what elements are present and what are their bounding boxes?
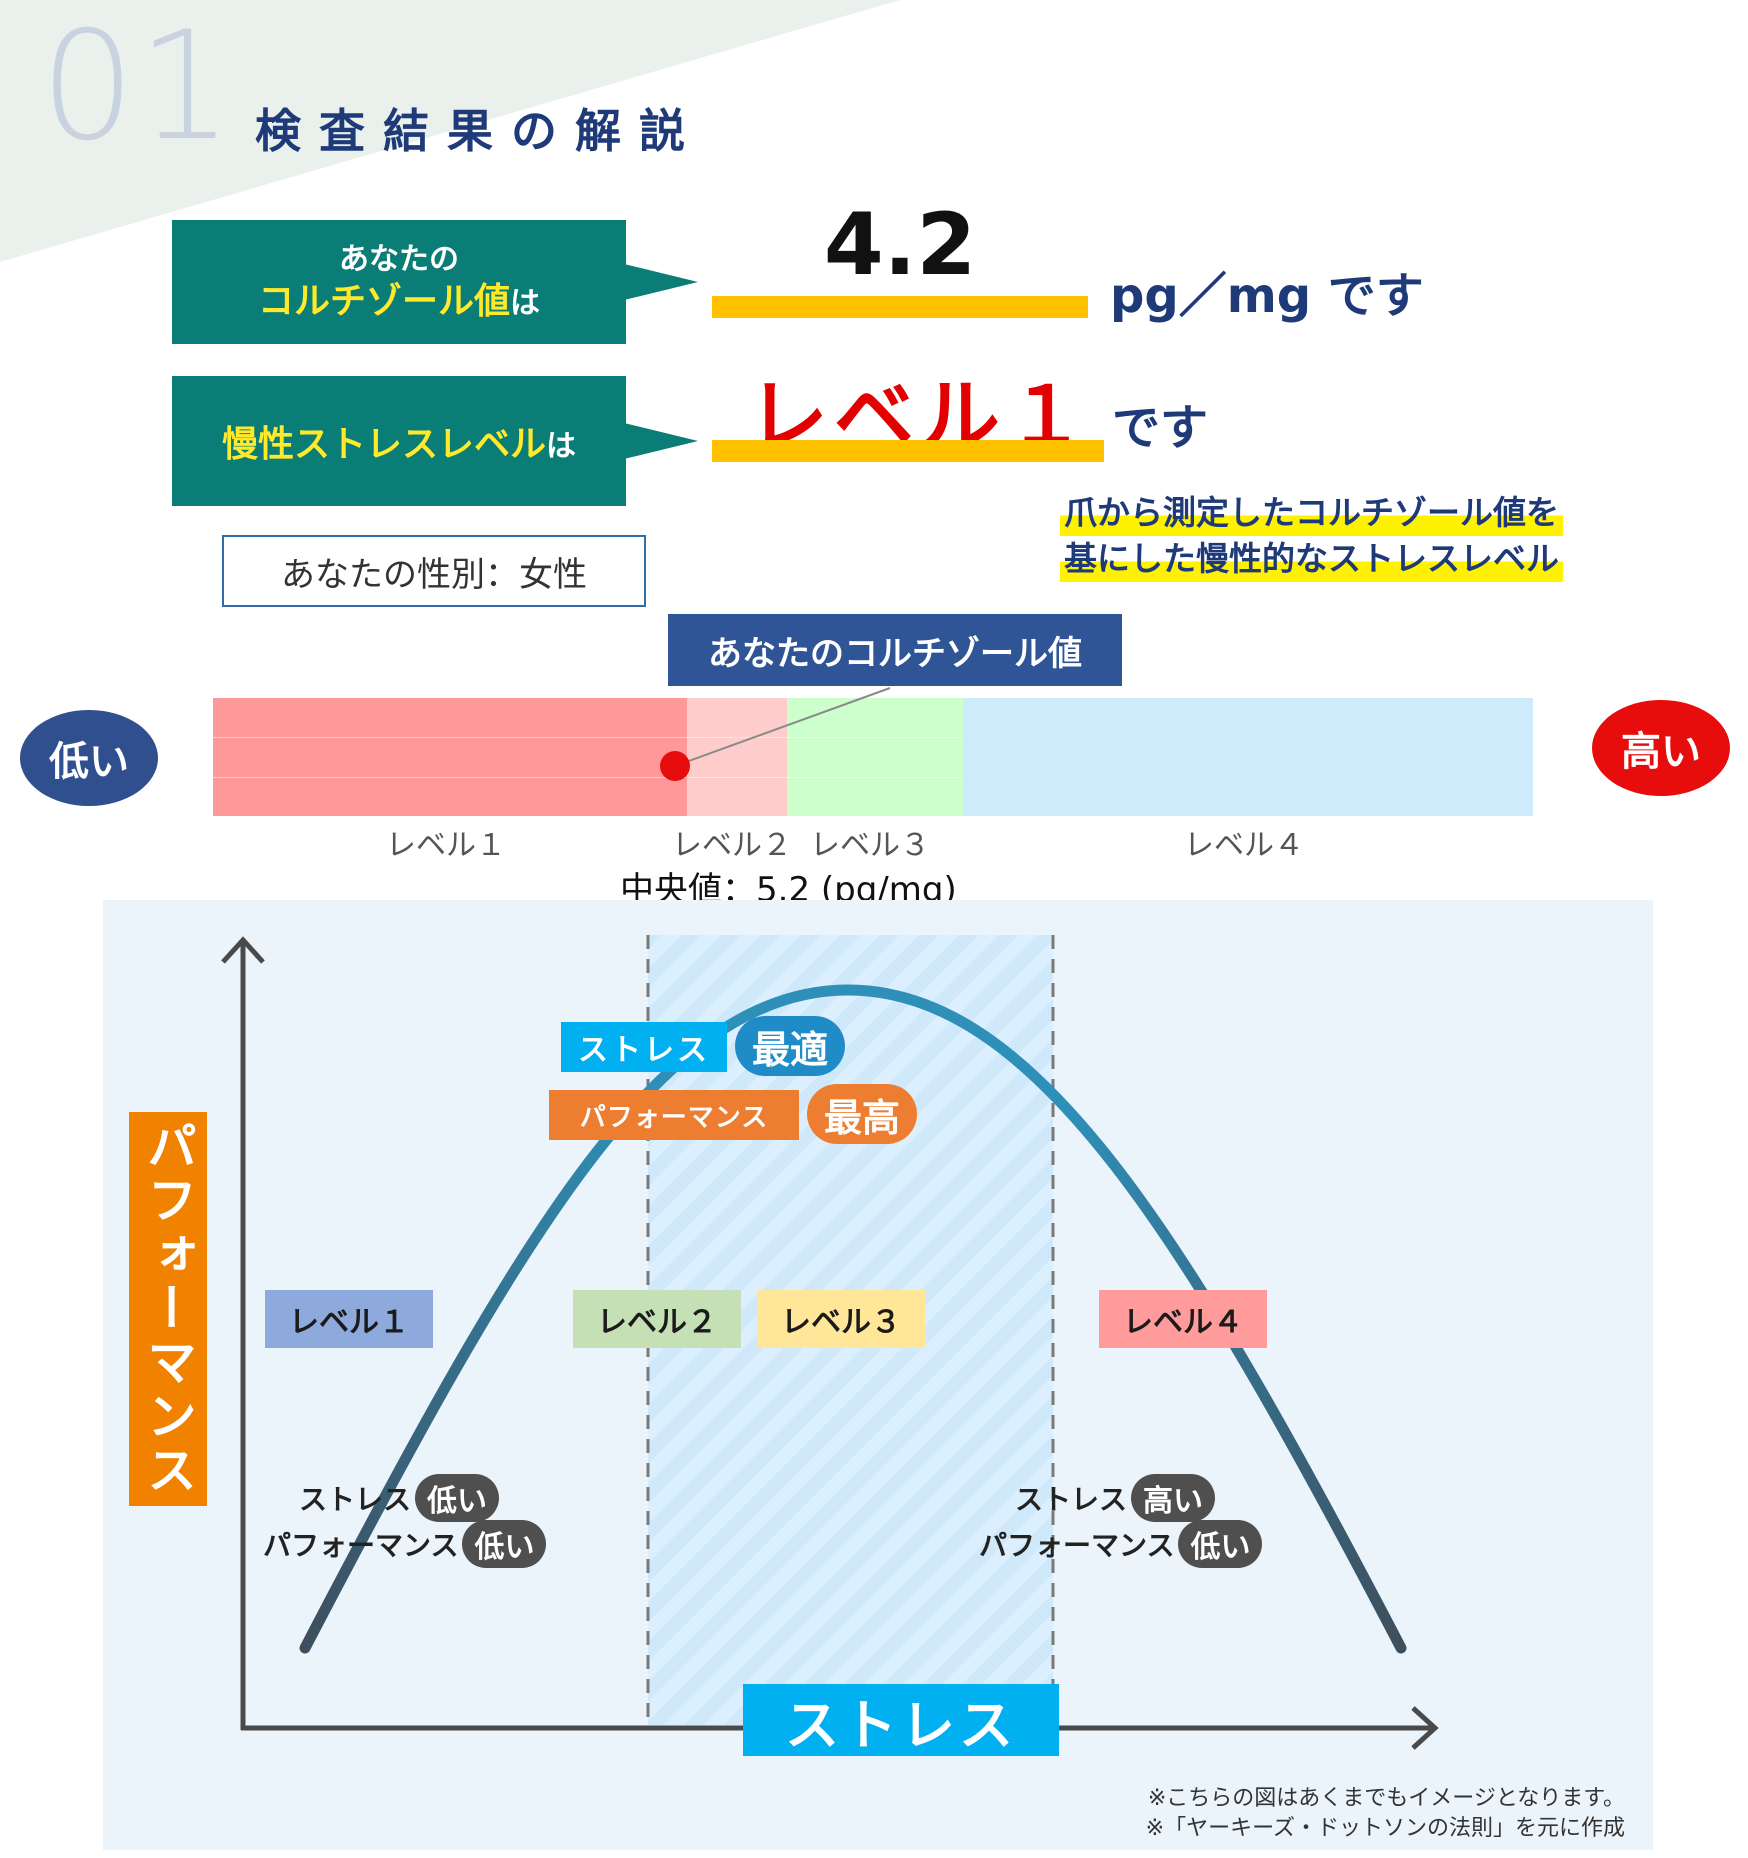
cortisol-label-line2-wrap: コルチゾール値は <box>258 281 540 325</box>
optimal-performance-pill: 最高 <box>807 1084 917 1144</box>
cortisol-label-box: あなたの コルチゾール値は <box>172 220 698 344</box>
gender-box: あなたの性別：女性 <box>222 535 646 607</box>
right-stress-value: 高い <box>1131 1474 1216 1522</box>
cortisol-value: 4.2 <box>823 195 977 295</box>
stress-label-box: 慢性ストレスレベルは <box>172 376 698 506</box>
cortisol-label-arrow <box>624 264 698 300</box>
y-axis-label: パフォーマンス <box>129 1112 207 1506</box>
chart-level4-tag: レベル４ <box>1099 1290 1267 1348</box>
scale-segment-level2 <box>687 698 787 816</box>
right-perf-label: パフォーマンス <box>979 1529 1175 1562</box>
stress-label-wrap: 慢性ストレスレベルは <box>222 415 576 467</box>
header-background <box>0 0 900 262</box>
left-stress-label: ストレス <box>299 1483 412 1516</box>
level-note-line1: 爪から測定したコルチゾール値を <box>1060 490 1563 536</box>
stress-suffix: です <box>1112 400 1209 456</box>
chart-level2-tag: レベル２ <box>573 1290 741 1348</box>
chart-level3-tag: レベル３ <box>757 1290 925 1348</box>
footnote-2: ※「ヤーキーズ・ドットソンの法則」を元に作成 <box>1145 1816 1625 1841</box>
scale-label-level1: レベル１ <box>386 828 506 863</box>
right-perf-value: 低い <box>1178 1520 1263 1568</box>
marker-overlay <box>660 687 891 781</box>
left-perf-note: パフォーマンス低い <box>263 1520 547 1568</box>
scale-segment-level1 <box>213 698 687 816</box>
cortisol-label-line2: コルチゾール値 <box>257 281 510 322</box>
right-stress-label: ストレス <box>1015 1483 1128 1516</box>
cortisol-underline <box>712 296 1088 318</box>
y-axis-arrow <box>221 936 265 964</box>
cortisol-marker-tag: あなたのコルチゾール値 <box>668 614 1122 686</box>
footnote-1: ※こちらの図はあくまでもイメージとなります。 <box>1147 1786 1625 1811</box>
left-stress-note: ストレス低い <box>299 1474 500 1522</box>
cortisol-scale <box>213 698 1533 816</box>
left-perf-label: パフォーマンス <box>263 1529 459 1562</box>
left-stress-value: 低い <box>415 1474 500 1522</box>
cortisol-unit: pg／mg です <box>1110 268 1424 324</box>
cortisol-label-suffix: は <box>510 286 540 321</box>
x-axis-label: ストレス <box>743 1684 1059 1757</box>
stress-label: 慢性ストレスレベル <box>221 424 546 465</box>
scale-label-level3: レベル３ <box>810 828 930 863</box>
scale-label-level2: レベル２ <box>672 828 792 863</box>
high-circle: 高い <box>1592 700 1730 796</box>
right-stress-note: ストレス高い <box>1015 1474 1216 1522</box>
x-axis-arrow <box>1411 1706 1439 1750</box>
scale-line-2 <box>213 777 963 778</box>
optimal-performance-tag: パフォーマンス <box>549 1090 799 1140</box>
low-circle: 低い <box>20 710 158 806</box>
cortisol-label-line1: あなたの <box>339 242 459 277</box>
stress-performance-chart: ストレス 最適 パフォーマンス 最高 レベル１ レベル２ レベル３ レベル４ ス… <box>103 900 1653 1850</box>
scale-segment-level3 <box>787 698 963 816</box>
left-perf-value: 低い <box>462 1520 547 1568</box>
stress-label-arrow <box>624 423 698 459</box>
stress-underline <box>712 440 1104 462</box>
scale-segment-level4 <box>963 698 1533 816</box>
chart-level1-tag: レベル１ <box>265 1290 433 1348</box>
optimal-stress-tag: ストレス <box>561 1022 727 1072</box>
level-note: 爪から測定したコルチゾール値を 基にした慢性的なストレスレベル <box>1060 490 1563 582</box>
scale-label-level4: レベル４ <box>1184 828 1304 863</box>
page-title: 検査結果の解説 <box>255 104 703 158</box>
stress-label-suffix: は <box>546 429 576 464</box>
right-perf-note: パフォーマンス低い <box>979 1520 1263 1568</box>
level-note-line2: 基にした慢性的なストレスレベル <box>1060 536 1563 582</box>
section-number: 01 <box>40 0 235 174</box>
scale-line-1 <box>213 737 963 738</box>
optimal-stress-pill: 最適 <box>735 1016 845 1076</box>
